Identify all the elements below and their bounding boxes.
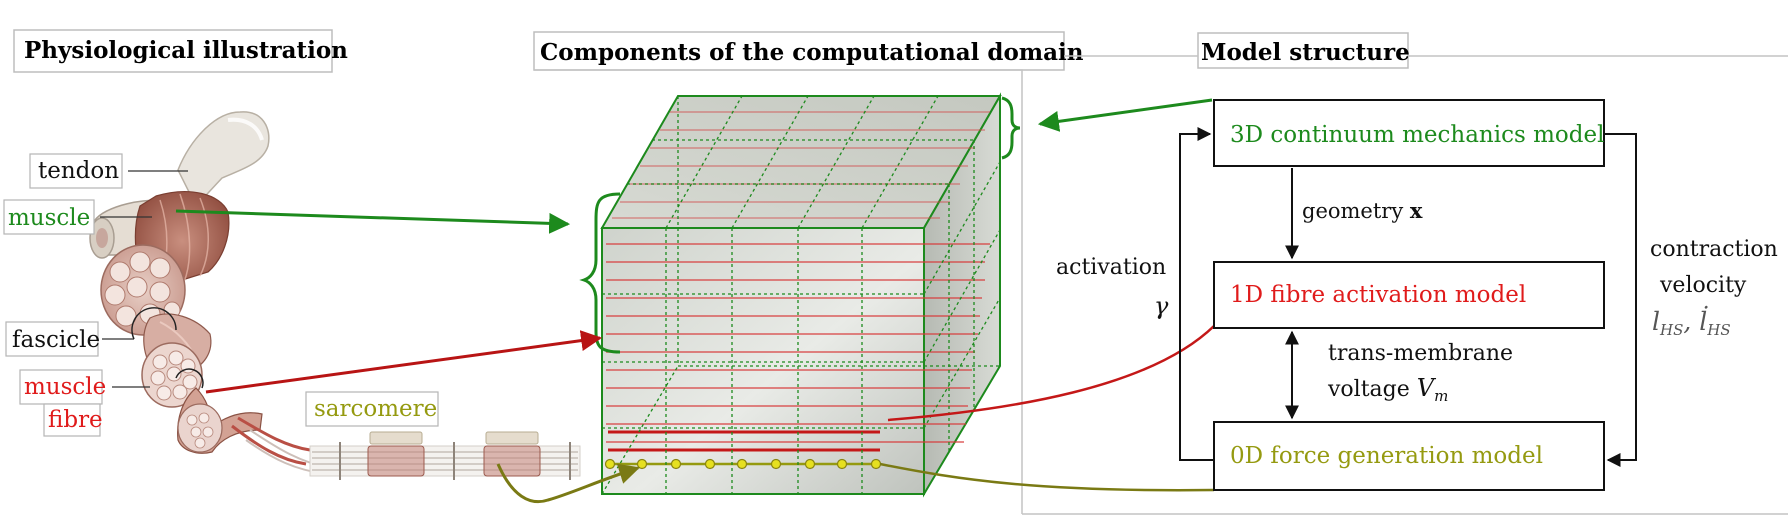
line-force-model-to-cube bbox=[879, 462, 1215, 492]
coupling-voltage-line2: voltage Vm bbox=[1327, 374, 1448, 405]
section-header-model: Model structure bbox=[1197, 32, 1410, 69]
sarcomere-dots bbox=[604, 458, 882, 470]
sarcomere-chain bbox=[309, 431, 581, 480]
section-header-physiological: Physiological illustration bbox=[13, 29, 348, 73]
label-tendon-text: tendon bbox=[38, 158, 119, 184]
section-title-components: Components of the computational domain bbox=[540, 39, 1084, 66]
model-box-continuum: 3D continuum mechanics model bbox=[1213, 99, 1605, 167]
coupling-contraction-line2: velocity bbox=[1659, 273, 1747, 298]
label-fascicle: fascicle bbox=[5, 307, 177, 357]
muscle-anatomy-illustration bbox=[89, 111, 581, 480]
arrow-activation-loop bbox=[1179, 127, 1214, 461]
computational-domain-cube bbox=[579, 92, 1021, 498]
arrow-fibre-to-domain bbox=[205, 330, 603, 394]
arrow-continuum-to-cube bbox=[1037, 98, 1213, 132]
label-fascicle-text: fascicle bbox=[12, 327, 100, 353]
label-muscle-fibre: muscle fibre bbox=[19, 368, 204, 437]
coupling-geometry: geometry x bbox=[1302, 198, 1423, 223]
label-muscle: muscle bbox=[3, 199, 152, 235]
model-fibre-label: 1D fibre activation model bbox=[1230, 282, 1526, 308]
label-tendon: tendon bbox=[29, 153, 188, 189]
arrow-sarcomere-to-domain bbox=[496, 463, 641, 504]
coupling-voltage-line1: trans-membrane bbox=[1328, 341, 1513, 366]
model-continuum-label: 3D continuum mechanics model bbox=[1230, 122, 1604, 148]
coupling-contraction-symbols: lHS, l̇HS bbox=[1652, 307, 1731, 339]
coupling-activation-text: activation bbox=[1056, 255, 1166, 280]
line-fibre-model-to-cube bbox=[887, 325, 1215, 422]
label-muscle-text: muscle bbox=[8, 205, 90, 231]
label-muscle-fibre-line1: muscle bbox=[24, 374, 106, 400]
section-title-model: Model structure bbox=[1201, 39, 1410, 66]
label-muscle-fibre-line2: fibre bbox=[48, 407, 103, 433]
coupling-contraction-line1: contraction bbox=[1650, 237, 1778, 262]
arrow-muscle-to-domain bbox=[175, 209, 571, 234]
brace-cube-top bbox=[1001, 96, 1021, 160]
label-sarcomere-text: sarcomere bbox=[314, 396, 437, 422]
model-box-fibre: 1D fibre activation model bbox=[1213, 261, 1605, 329]
coupling-activation-symbol: γ bbox=[1154, 292, 1169, 320]
section-frame bbox=[534, 55, 1788, 515]
model-force-label: 0D force generation model bbox=[1230, 443, 1543, 469]
label-sarcomere: sarcomere bbox=[305, 391, 439, 427]
section-title-physiological: Physiological illustration bbox=[24, 37, 348, 64]
arrow-contraction-loop bbox=[1604, 133, 1637, 467]
section-header-components: Components of the computational domain bbox=[533, 31, 1084, 71]
model-box-force: 0D force generation model bbox=[1213, 421, 1605, 491]
